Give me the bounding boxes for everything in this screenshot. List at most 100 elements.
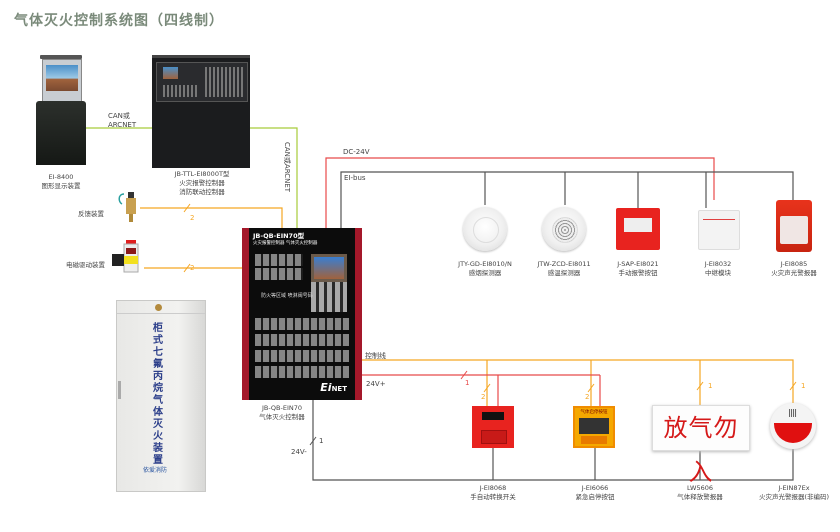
can-label-1: CAN或 ARCNET [108,112,136,130]
smoke-detector-model: JTY-GD-EI8010/N [458,260,512,268]
manual-call-point-name: 手动报警按钮 [618,269,658,277]
heat-detector-model: JTW-ZCD-EI8011 [537,260,591,268]
emergency-button-bar [581,436,607,444]
gas-controller-label: JB-QB-EIN70 气体灭火控制器 [252,404,312,422]
strobe-lens [780,216,808,244]
graphic-display-device[interactable] [36,55,86,165]
fire-alarm-panel-device[interactable] [152,55,250,168]
manual-call-point-model: J-SAP-EI8021 [617,260,659,268]
emergency-button-device[interactable]: 气体启停按钮 [573,406,615,448]
gas-release-sign-model: LW5606 [687,484,713,492]
cabinet-handle [118,381,121,399]
can-label-1-line1: CAN或 [108,112,130,120]
emergency-button-face-text: 气体启停按钮 [580,410,608,415]
auto-manual-switch-device[interactable] [472,406,514,448]
gas-controller-name: 气体灭火控制器 [259,413,305,421]
ex-siren-name: 火灾声光警报器(非编码) [758,493,830,501]
ex-siren-device[interactable] [770,403,816,449]
siren-red-lens [774,423,812,443]
controller-header-model: JB-QB-EIN70型 [253,232,305,240]
gas-release-sign-label: LW5606 气体释放警报器 [668,484,732,502]
smoke-detector-name: 感烟探测器 [468,269,502,277]
relay-stripe [703,219,735,220]
emergency-button-label: J-EI6066 紧急启停按钮 [566,484,624,502]
auto-manual-switch-model: J-EI8068 [479,484,507,492]
kiosk-base [36,101,86,165]
count-sign: 1 [708,382,713,390]
graphic-display-model: EI-8400 [48,173,74,181]
fire-panel-name1: 火灾报警控制器 [179,179,225,187]
fire-panel-name2: 消防联动控制器 [179,188,225,196]
count-feedback: 2 [190,214,195,222]
relay-module-model: J-EI8032 [704,260,732,268]
panel-front [156,62,248,102]
dc24-wire [325,157,715,228]
slash-solenoid [183,263,191,273]
controller-keypad [311,282,347,312]
manual-call-point-label: J-SAP-EI8021 手动报警按钮 [608,260,668,278]
fire-panel-model: JB-TTL-EI8000T型 [174,170,230,178]
slash-v24minus [309,436,317,446]
strobe-alarm-label: J-EI8085 火灾声光警报器 [766,260,822,278]
smoke-detector-label: JTY-GD-EI8010/N 感烟探测器 [448,260,522,278]
switch-key [481,430,507,444]
emergency-button-window [579,418,609,434]
controller-zone-row [255,334,349,346]
controller-logo: EiNET [320,381,347,394]
strobe-alarm-name: 火灾声光警报器 [771,269,817,277]
gas-release-sign-device[interactable]: 放气勿入 [652,405,750,486]
ex-siren-label: J-EIN87Ex 火灾声光警报器(非编码) [752,484,836,502]
ex-siren-model: J-EIN87Ex [778,484,810,492]
feedback-valve-icon [118,192,136,222]
siren-speaker-icon [789,409,797,417]
gas-controller-device[interactable]: JB-QB-EIN70型 火灾报警控制器 气体灭火控制器 防火等区域 喷淋阀号码… [242,228,362,400]
can-label-2: CAN或ARCNET [283,142,291,193]
count-solenoid: 2 [190,264,195,272]
heat-detector-name: 感温探测器 [547,269,581,277]
gas-release-sign-name: 气体释放警报器 [677,493,723,501]
heat-detector-label: JTW-ZCD-EI8011 感温探测器 [530,260,598,278]
relay-module-device[interactable] [698,210,740,250]
heat-detector-device[interactable] [542,207,586,251]
panel-lcd [163,67,178,79]
controller-lcd [311,254,347,282]
count-v24plus: 1 [465,379,470,387]
gas-controller-model: JB-QB-EIN70 [261,404,303,412]
can-label-1-line2: ARCNET [108,121,137,129]
emergency-button-name: 紧急启停按钮 [575,493,615,501]
pressure-gauge-icon [155,304,162,311]
eibus-wire [340,171,794,228]
controller-status-text: 防火等区域 喷淋阀号码 [261,293,313,299]
controller-zone-row [255,318,349,330]
slash-feedback [183,203,191,213]
smoke-detector-face [473,217,499,243]
diagram-title: 气体灭火控制系统图（四线制） [14,13,224,29]
count-switch: 2 [481,393,486,401]
count-button: 2 [585,393,590,401]
strobe-alarm-model: J-EI8085 [780,260,808,268]
control-wire [362,359,794,403]
v24minus-wire [312,400,794,481]
fire-panel-label: JB-TTL-EI8000T型 火灾报警控制器 消防联动控制器 [160,170,244,197]
control-line-label: 控制线 [365,352,386,360]
smoke-detector-device[interactable] [463,207,507,251]
controller-zone-row [255,366,349,378]
solenoid-icon [112,240,139,273]
panel-keys [163,85,199,97]
emergency-button-model: J-EI6066 [581,484,609,492]
graphic-display-name: 图形显示装置 [41,182,81,190]
kiosk-screen-frame [42,59,82,103]
logo-net: NET [331,385,347,393]
auto-manual-switch-name: 手自动转换开关 [470,493,516,501]
strobe-alarm-device[interactable] [776,200,812,252]
cabinet-top-seam [117,313,205,314]
controller-header: JB-QB-EIN70型 火灾报警控制器 气体灭火控制器 [253,232,351,248]
cabinet-text: 柜式七氟丙烷气体灭火装置 [153,323,163,466]
controller-indicator-row [255,254,303,266]
manual-call-point-device[interactable] [616,208,660,250]
relay-module-label: J-EI8032 中继模块 [694,260,742,278]
graphic-display-label: EI-8400 图形显示装置 [30,173,92,191]
controller-indicator-row [255,268,303,280]
v24plus-label: 24V+ [366,380,386,388]
